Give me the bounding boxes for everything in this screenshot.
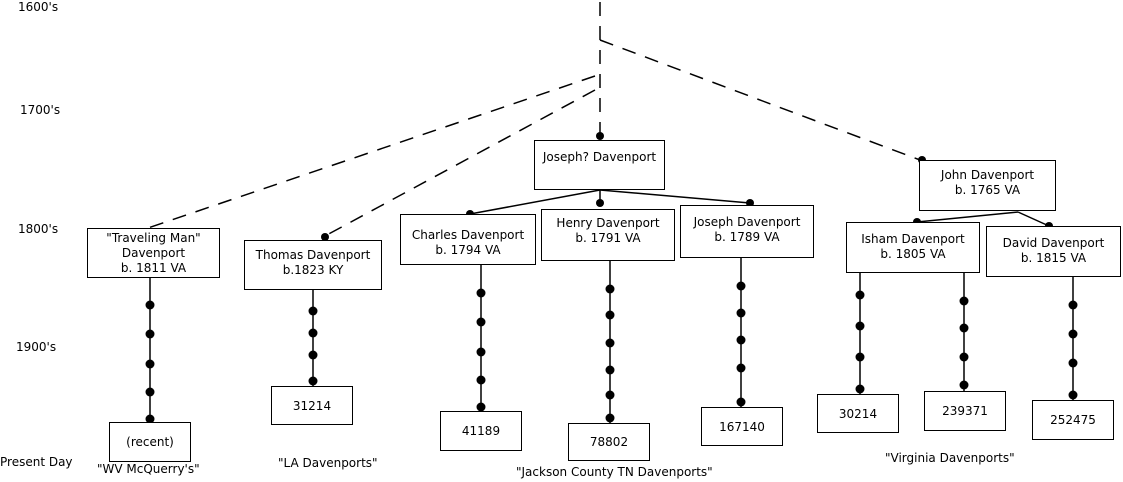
generation-dot — [476, 375, 486, 385]
generation-dot — [308, 350, 318, 360]
generation-dot — [736, 397, 746, 407]
person-box-isham-davenport: Isham Davenport b. 1805 VA — [846, 222, 980, 273]
generation-dot — [308, 306, 318, 316]
era-label-1700s: 1700's — [20, 103, 61, 117]
generation-dot — [605, 413, 615, 423]
generation-dot — [855, 352, 865, 362]
descendant-box-78802: 78802 — [568, 423, 650, 461]
generation-dot — [736, 335, 746, 345]
generation-dot — [605, 390, 615, 400]
generation-dot — [476, 402, 486, 412]
person-birth: b. 1815 VA — [1020, 251, 1087, 265]
generation-dot — [476, 288, 486, 298]
group-label-wv-mcquerrys: "WV McQuerry's" — [97, 462, 200, 476]
person-birth: b. 1794 VA — [435, 243, 501, 257]
person-box-henry-davenport: Henry Davenport b. 1791 VA — [541, 209, 675, 261]
person-name: Charles Davenport — [411, 228, 525, 242]
era-label-1600s: 1600's — [18, 0, 59, 14]
generation-dot — [145, 387, 155, 397]
generation-dot — [145, 300, 155, 310]
descendant-box-41189: 41189 — [440, 411, 522, 451]
person-birth: b. 1805 VA — [880, 247, 946, 261]
generation-dot — [855, 321, 865, 331]
generation-dot — [1068, 358, 1078, 368]
person-name: Joseph Davenport — [693, 215, 801, 229]
group-label-jackson-county-tn-davenports: "Jackson County TN Davenports" — [516, 465, 713, 479]
generation-dot — [476, 317, 486, 327]
descendant-box-167140: 167140 — [701, 407, 783, 446]
person-birth: b. 1789 VA — [714, 230, 780, 244]
person-birth: b. 1791 VA — [575, 231, 641, 245]
generation-dot — [959, 296, 969, 306]
person-box-charles-davenport: Charles Davenport b. 1794 VA — [400, 214, 536, 265]
generation-dot — [959, 352, 969, 362]
node-dot — [321, 233, 329, 241]
line-david — [1017, 211, 1050, 227]
line-charles — [469, 189, 601, 215]
person-name: Davenport — [121, 246, 186, 260]
descendant-box-252475: 252475 — [1032, 400, 1114, 440]
generation-dot — [1068, 300, 1078, 310]
generation-dot — [736, 308, 746, 318]
descendant-box-31214: 31214 — [271, 386, 353, 425]
descendant-box-recent: (recent) — [109, 422, 191, 462]
generation-dot — [476, 347, 486, 357]
person-box-traveling-man-davenport: "Traveling Man" Davenport b. 1811 VA — [87, 228, 220, 278]
era-label-present-day: Present Day — [0, 455, 73, 469]
generation-dot — [855, 384, 865, 394]
generation-dot — [308, 328, 318, 338]
dashed-line-thomas — [324, 89, 596, 237]
descendant-box-239371: 239371 — [924, 391, 1006, 431]
generation-dot — [736, 363, 746, 373]
person-box-joseph-davenport: Joseph Davenport b. 1789 VA — [680, 205, 814, 258]
node-dot — [596, 132, 604, 140]
person-box-john-davenport: John Davenport b. 1765 VA — [919, 160, 1056, 211]
generation-dot — [736, 281, 746, 291]
group-label-virginia-davenports: "Virginia Davenports" — [885, 451, 1015, 465]
person-box-david-davenport: David Davenport b. 1815 VA — [986, 226, 1121, 277]
generation-dot — [145, 329, 155, 339]
descendant-box-30214: 30214 — [817, 394, 899, 433]
generation-dot — [855, 290, 865, 300]
line-isham — [916, 211, 1019, 223]
person-birth: b. 1811 VA — [120, 261, 187, 275]
group-label-la-davenports: "LA Davenports" — [278, 456, 378, 470]
person-name: Isham Davenport — [861, 232, 965, 246]
person-birth: b. 1765 VA — [954, 183, 1021, 197]
person-name: Henry Davenport — [556, 216, 660, 230]
person-box-joseph-q-davenport: Joseph? Davenport — [534, 140, 665, 190]
person-name: Joseph? Davenport — [542, 150, 657, 164]
generation-dot — [605, 310, 615, 320]
person-name: Thomas Davenport — [255, 248, 371, 262]
generation-dot — [605, 284, 615, 294]
dashed-line-john — [599, 39, 921, 161]
person-birth: b.1823 KY — [282, 263, 344, 277]
generation-dot — [1068, 329, 1078, 339]
era-label-1900s: 1900's — [16, 340, 57, 354]
person-name: David Davenport — [1002, 236, 1105, 250]
generation-dot — [1068, 390, 1078, 400]
person-box-thomas-davenport: Thomas Davenport b.1823 KY — [244, 240, 382, 290]
node-dot — [596, 199, 604, 207]
person-name: John Davenport — [940, 168, 1035, 182]
generation-dot — [145, 414, 155, 424]
generation-dot — [959, 380, 969, 390]
generation-dot — [145, 359, 155, 369]
person-nickname: "Traveling Man" — [106, 231, 201, 245]
generation-dot — [308, 376, 318, 386]
generation-dot — [959, 323, 969, 333]
dashed-line-traveling-man — [147, 75, 596, 229]
generation-dot — [605, 338, 615, 348]
era-label-1800s: 1800's — [18, 222, 59, 236]
line-joseph — [599, 189, 751, 204]
generation-dot — [605, 365, 615, 375]
